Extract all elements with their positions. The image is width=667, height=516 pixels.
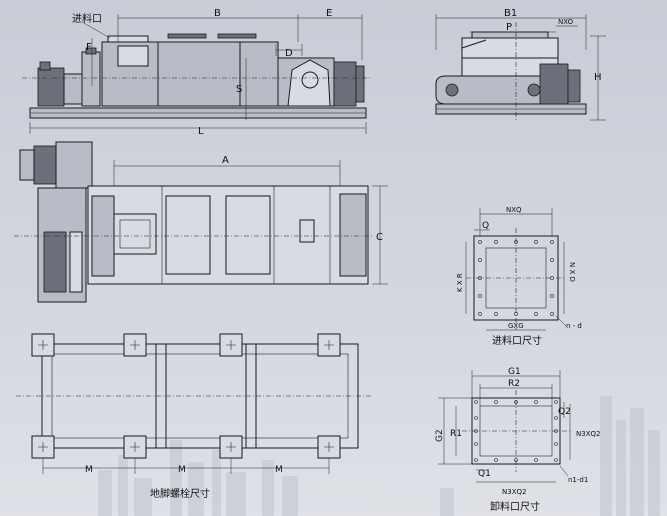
outlet-caption: 卸料口尺寸: [490, 500, 540, 513]
dim-m3-label: M: [275, 465, 283, 475]
outlet-detail-view: [438, 370, 571, 483]
dim-n3xq2-label: N3XQ2: [576, 430, 600, 438]
dim-d-label: D: [285, 48, 293, 59]
dim-nxq-label: NXQ: [506, 206, 522, 214]
end-elevation-view: [435, 14, 606, 122]
dim-b-label: B: [214, 8, 221, 19]
dim-nxo-label: NXO: [558, 18, 574, 26]
dim-e-label: E: [326, 8, 332, 19]
dim-g2-label: G2: [435, 429, 445, 442]
dim-b1-label: B1: [504, 8, 517, 19]
dim-r1-label: R1: [450, 429, 462, 439]
bolt-plan-view: [16, 333, 372, 474]
skyline-background: [98, 396, 660, 516]
dim-m1-label: M: [85, 465, 93, 475]
dim-nxd-label: N X D: [568, 262, 576, 282]
dim-c-label: C: [376, 232, 383, 243]
dim-q1-label: Q1: [478, 469, 491, 479]
dim-q-label: Q: [482, 221, 489, 231]
bolt-pads: [31, 333, 341, 459]
dim-n3xq2-bottom-label: N3XQ2: [502, 488, 526, 496]
bolt-plan-caption: 地脚螺栓尺寸: [150, 487, 210, 500]
dim-h-label: H: [594, 72, 602, 83]
inlet-detail-view: [465, 208, 567, 331]
dim-a-label: A: [222, 155, 229, 166]
dim-l-label: L: [198, 126, 204, 137]
top-plan-view: [14, 141, 388, 303]
label-inlet: 进料口: [72, 12, 102, 25]
dim-q2-label: Q2: [558, 407, 571, 417]
dim-n1d1-label: n1-d1: [568, 476, 588, 484]
side-elevation-view: [22, 14, 372, 134]
dim-gxg-label: GXG: [508, 322, 524, 330]
dim-r2-label: R2: [508, 379, 520, 389]
dim-g1-label: G1: [508, 367, 521, 377]
inlet-nd-label: n - d: [566, 322, 582, 330]
inlet-caption: 进料口尺寸: [492, 334, 542, 347]
inlet-bolt-holes: [478, 240, 554, 316]
outlet-bolt-holes: [474, 400, 558, 462]
dim-s-label: S: [236, 84, 242, 95]
dim-p-label: P: [506, 22, 512, 33]
dim-m2-label: M: [178, 465, 186, 475]
dim-f-label: F: [86, 42, 92, 53]
dim-kxr-label: K X R: [456, 273, 464, 292]
